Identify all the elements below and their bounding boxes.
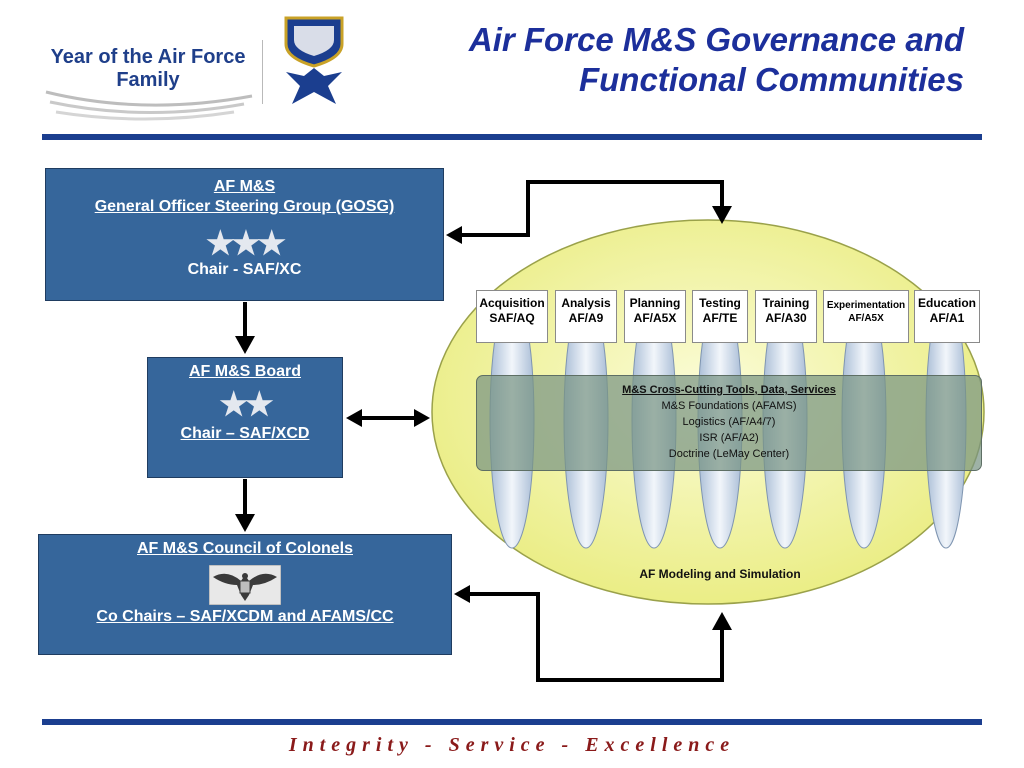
community-name: Planning <box>629 296 681 310</box>
cross-cutting-item: M&S Foundations (AFAMS) <box>661 400 797 412</box>
board-chair: Chair – SAF/XCD <box>180 425 310 442</box>
footer-rule <box>42 719 982 725</box>
page-title: Air Force M&S Governance and Functional … <box>344 20 964 100</box>
community-training: Training AF/A30 <box>755 290 817 343</box>
gosg-title-line-1: AF M&S <box>213 178 276 195</box>
arrowhead <box>235 514 255 532</box>
community-office: AF/A5X <box>633 311 677 325</box>
logo-line-1: Year of the Air Force <box>50 46 246 68</box>
two-star-icon: ★★ <box>219 386 273 422</box>
arrowhead <box>454 585 470 603</box>
community-name: Testing <box>699 296 741 310</box>
footer-motto: Integrity - Service - Excellence <box>288 734 736 756</box>
community-office: AF/A1 <box>929 311 965 325</box>
community-office: AF/A5X <box>848 313 884 324</box>
cross-cutting-heading: M&S Cross-Cutting Tools, Data, Services <box>622 384 836 396</box>
community-name: Acquisition <box>479 296 545 310</box>
community-name: Experimentation <box>826 300 906 311</box>
council-chairs: Co Chairs – SAF/XCDM and AFAMS/CC <box>96 608 394 625</box>
logo-swoosh-icon <box>45 90 253 121</box>
gosg-ellipse-connector <box>458 180 724 237</box>
council-title: AF M&S Council of Colonels <box>137 540 353 557</box>
community-experimentation: Experimentation AF/A5X <box>823 290 909 343</box>
gosg-chair: Chair - SAF/XC <box>187 261 302 278</box>
title-line-2: Functional Communities <box>578 61 964 98</box>
three-star-icon: ★★★ <box>205 225 286 261</box>
arrowhead <box>446 226 462 244</box>
community-office: SAF/AQ <box>489 311 535 325</box>
arrowheads <box>235 206 732 630</box>
community-acquisition: Acquisition SAF/AQ <box>476 290 548 343</box>
cross-cutting-item: Doctrine (LeMay Center) <box>668 448 790 460</box>
cross-cutting-services-band: M&S Cross-Cutting Tools, Data, Services … <box>476 375 982 471</box>
arrowhead <box>712 206 732 224</box>
title-line-1: Air Force M&S Governance and <box>468 21 964 58</box>
connectors <box>243 180 724 682</box>
header-rule <box>42 134 982 140</box>
community-planning: Planning AF/A5X <box>624 290 686 343</box>
year-of-family-logo-text: Year of the Air Force Family <box>42 46 254 92</box>
gosg-box: AF M&S General Officer Steering Group (G… <box>45 168 444 301</box>
community-office: AF/TE <box>702 311 738 325</box>
community-office: AF/A9 <box>568 311 604 325</box>
arrowhead <box>346 409 362 427</box>
community-pillars <box>489 291 967 549</box>
gosg-title-line-2: General Officer Steering Group (GOSG) <box>94 198 395 215</box>
community-name: Analysis <box>561 296 611 310</box>
arrowhead <box>712 612 732 630</box>
community-testing: Testing AF/TE <box>692 290 748 343</box>
council-box: AF M&S Council of Colonels Co Chairs – S… <box>38 534 452 655</box>
community-education: Education AF/A1 <box>914 290 980 343</box>
community-analysis: Analysis AF/A9 <box>555 290 617 343</box>
logo-divider <box>262 40 263 104</box>
board-title: AF M&S Board <box>189 363 301 380</box>
cross-cutting-item: Logistics (AF/A4/7) <box>682 416 776 428</box>
air-force-shield-icon <box>284 16 344 104</box>
cross-cutting-item: ISR (AF/A2) <box>699 432 759 444</box>
community-name: Training <box>762 296 810 310</box>
community-office: AF/A30 <box>765 311 807 325</box>
logo-line-2: Family <box>116 69 180 91</box>
community-name: Education <box>917 296 976 310</box>
arrowhead <box>235 336 255 354</box>
ellipse-label: AF Modeling and Simulation <box>639 567 801 581</box>
board-box: AF M&S Board ★★ Chair – SAF/XCD <box>147 357 343 478</box>
council-ellipse-connector <box>466 592 724 682</box>
arrowhead <box>414 409 430 427</box>
colonel-eagle-icon <box>209 565 281 605</box>
